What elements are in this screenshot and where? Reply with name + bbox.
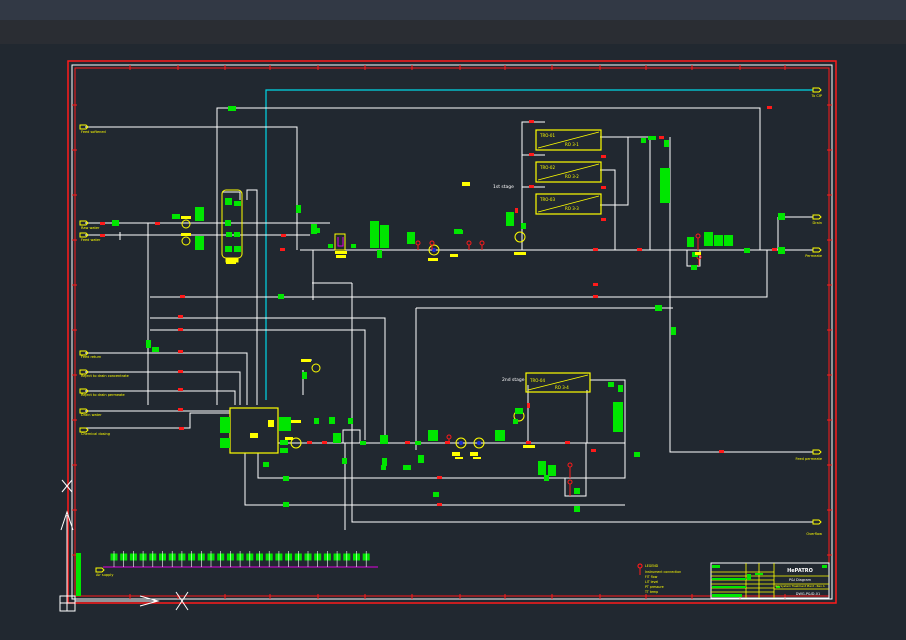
ribbon-toolbar bbox=[0, 20, 906, 44]
legend-title: LEGEND bbox=[645, 564, 659, 568]
legend-item: PT pressure bbox=[645, 585, 664, 589]
module-tag: TRO-03 bbox=[539, 197, 555, 202]
pump-fills bbox=[432, 248, 481, 445]
module-tag: TRO-01 bbox=[539, 133, 555, 138]
inlet-label: Feed softened bbox=[81, 130, 106, 134]
module-label: RO 3-4 bbox=[555, 385, 569, 390]
sheet-border bbox=[67, 60, 837, 604]
outlet-label: Overflow bbox=[806, 532, 822, 536]
inlet-connectors: Feed softened Raw water Feed water Feed … bbox=[79, 124, 129, 577]
drawing-title: P&I Diagram bbox=[789, 578, 812, 582]
legend-item: FIT flow bbox=[645, 575, 658, 579]
red-instruments bbox=[415, 233, 702, 575]
air-header-manifold bbox=[103, 551, 378, 568]
outlet-label: To CIP bbox=[811, 94, 822, 98]
inlet-label: Reject to drain permeate bbox=[81, 393, 125, 397]
module-tag: TRO-04 bbox=[529, 378, 545, 383]
ro-module-stage2: TRO-04 RO 3-4 bbox=[525, 372, 591, 393]
grip-bar bbox=[76, 553, 81, 596]
drawing-subtitle: RO System Treatment Plant - Rev A bbox=[775, 584, 824, 588]
ro-module: TRO-01 RO 3-1 bbox=[535, 129, 602, 151]
legend-item: TT temp bbox=[644, 590, 658, 594]
drawing-number: DWG-P&ID-01 bbox=[796, 592, 820, 596]
module-tag: TRO-02 bbox=[539, 165, 555, 170]
header-line-label: Air supply bbox=[96, 573, 113, 577]
module-label: RO 3-1 bbox=[565, 142, 579, 147]
equipment-tags bbox=[181, 182, 701, 459]
stage1-label: 1st stage bbox=[493, 184, 514, 190]
ucs-icon bbox=[59, 479, 189, 612]
inlet-label: Reject to drain concentrate bbox=[81, 374, 129, 378]
cartridge-filter bbox=[334, 233, 347, 254]
legend-item: Instrument connection bbox=[645, 570, 681, 574]
legend: LEGEND Instrument connection FIT flow LI… bbox=[637, 563, 681, 594]
inlet-label: Feed water bbox=[81, 238, 101, 242]
instrument-symbols bbox=[112, 106, 785, 512]
module-label: RO 3-2 bbox=[565, 174, 579, 179]
inlet-label: Feed return bbox=[81, 355, 101, 359]
ro-module: TRO-02 RO 3-2 bbox=[535, 161, 602, 183]
title-block: HePATRO P&I Diagram RO System Treatment … bbox=[710, 562, 830, 599]
inlet-label: Raw water bbox=[81, 226, 100, 230]
outlet-connectors: To CIP Drain Permeate Feed permeate Over… bbox=[796, 87, 822, 536]
legend-item: LIT level bbox=[645, 580, 658, 584]
pumps bbox=[181, 219, 526, 449]
control-panel bbox=[229, 407, 279, 454]
inlet-label: Drain water bbox=[81, 413, 102, 417]
pipe-network bbox=[85, 107, 813, 530]
valve-markers bbox=[100, 106, 777, 506]
inlet-label: Chemical dosing bbox=[81, 432, 110, 436]
title-bar bbox=[0, 0, 906, 20]
module-label: RO 3-3 bbox=[565, 206, 579, 211]
company-name: HePATRO bbox=[787, 568, 813, 574]
drawing-canvas[interactable]: TRO-01 RO 3-1 TRO-02 RO 3-2 TRO-03 RO 3-… bbox=[0, 44, 906, 636]
ro-modules-stage1: TRO-01 RO 3-1 TRO-02 RO 3-2 TRO-03 RO 3-… bbox=[535, 129, 602, 215]
stage2-label: 2nd stage bbox=[502, 377, 525, 383]
outlet-label: Drain bbox=[813, 221, 822, 225]
ro-module: TRO-03 RO 3-3 bbox=[535, 193, 602, 215]
outlet-label: Permeate bbox=[805, 254, 822, 258]
pid-drawing[interactable]: TRO-01 RO 3-1 TRO-02 RO 3-2 TRO-03 RO 3-… bbox=[0, 44, 906, 636]
outlet-label: Feed permeate bbox=[796, 457, 822, 461]
